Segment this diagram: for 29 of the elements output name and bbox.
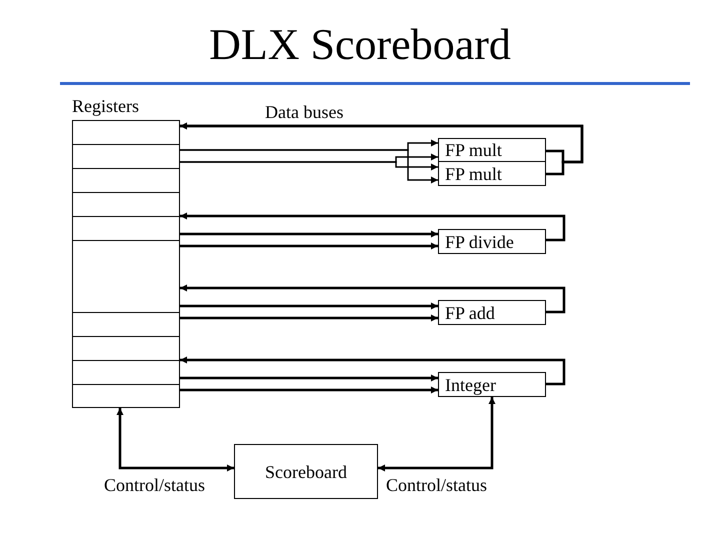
unit-block xyxy=(438,138,546,162)
unit-label: FP mult xyxy=(445,140,502,160)
unit-block xyxy=(438,161,546,186)
double-arrow xyxy=(378,397,496,472)
arrow xyxy=(180,242,438,250)
unit-block xyxy=(438,300,546,325)
arrow xyxy=(180,161,438,170)
unit-block xyxy=(234,444,378,499)
arrow xyxy=(180,149,438,184)
unit-block xyxy=(438,372,546,397)
register-file-label: Registers xyxy=(72,96,139,116)
arrow xyxy=(180,374,438,382)
arrow xyxy=(180,386,438,394)
arrow xyxy=(180,212,566,242)
arrow xyxy=(180,230,438,238)
unit-block xyxy=(438,229,546,254)
arrow xyxy=(180,314,438,322)
title: DLX Scoreboard xyxy=(209,20,511,70)
double-arrow xyxy=(116,408,234,472)
unit-label: Scoreboard xyxy=(265,462,347,482)
unit-label: FP add xyxy=(445,302,495,322)
unit-label: FP mult xyxy=(445,164,502,184)
arrow xyxy=(180,284,566,314)
arrow xyxy=(180,302,438,310)
unit-label: Integer xyxy=(445,374,496,394)
arrow xyxy=(180,356,566,386)
unit-label: FP divide xyxy=(445,232,514,252)
arrow xyxy=(180,122,584,176)
bus-label: Data buses xyxy=(265,102,344,122)
